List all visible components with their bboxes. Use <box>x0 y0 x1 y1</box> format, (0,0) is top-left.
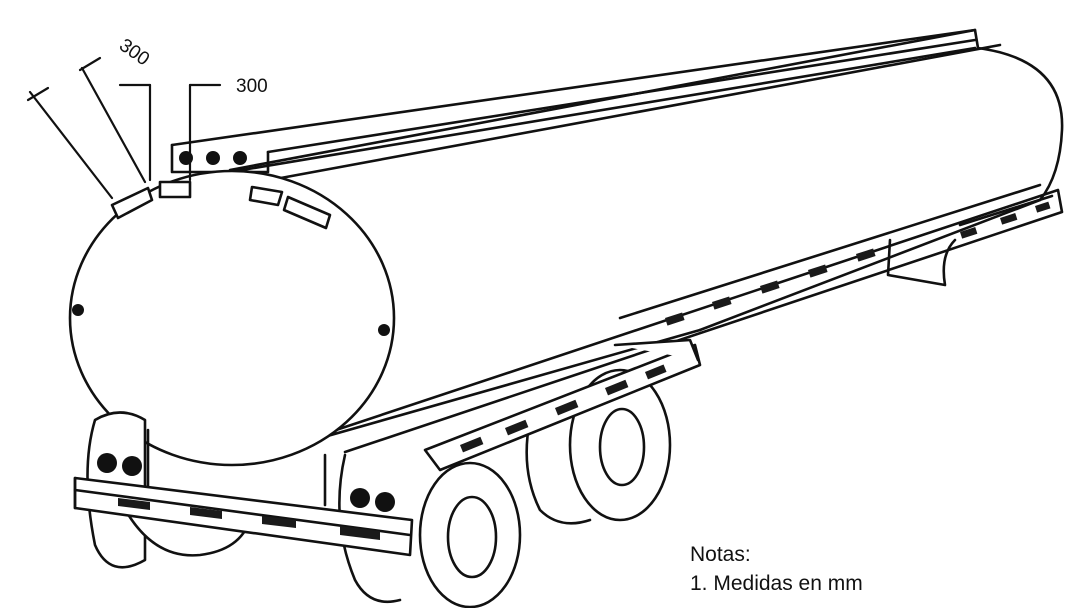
catwalk-light <box>233 151 247 165</box>
chassis-frame <box>328 183 1064 454</box>
tail-light <box>375 492 395 512</box>
tank-rear-head <box>68 169 396 467</box>
side-marker-light <box>72 304 84 316</box>
rear-bumper <box>73 476 414 557</box>
fender-reflective-tape <box>459 364 667 453</box>
notes-item: 1. Medidas en mm <box>690 572 863 595</box>
tail-light <box>97 453 117 473</box>
marker-lights <box>72 151 395 512</box>
catwalk-light <box>206 151 220 165</box>
notes-block: Notas: 1. Medidas en mm <box>690 540 863 598</box>
rear-frame-posts <box>146 428 327 507</box>
hatch-plates <box>110 180 332 230</box>
catwalk <box>170 28 977 174</box>
side-marker-light <box>378 324 390 336</box>
frame-reflective-tape <box>665 201 1051 326</box>
bumper-reflective-tape <box>118 498 380 540</box>
tail-light <box>122 456 142 476</box>
catwalk-light <box>179 151 193 165</box>
dimension-lines <box>26 56 222 200</box>
dimension-label-horizontal: 300 <box>236 76 268 97</box>
notes-heading: Notas: <box>690 543 751 566</box>
tail-light <box>350 488 370 508</box>
dimension-label-angled: 300 <box>115 35 153 70</box>
